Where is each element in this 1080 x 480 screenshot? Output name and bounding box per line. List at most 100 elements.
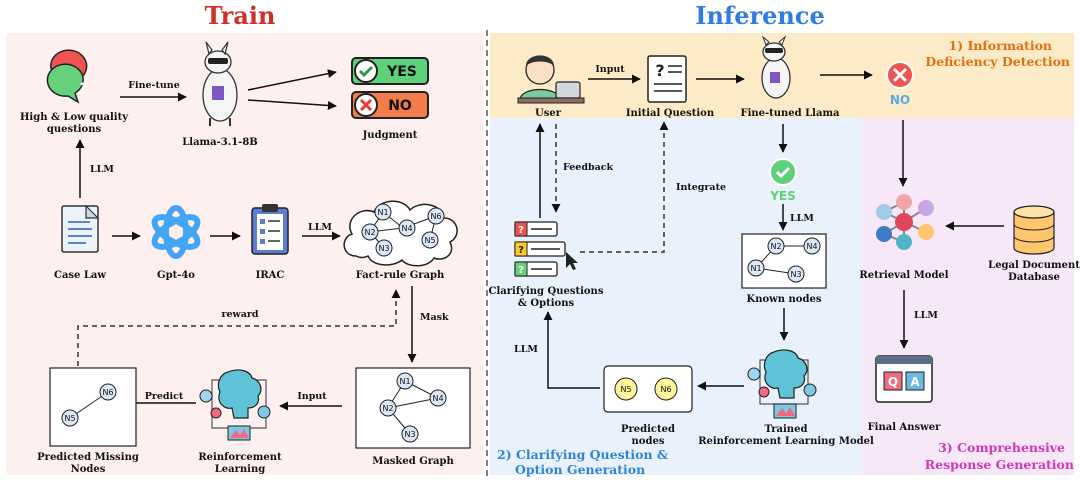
llm-known-label: LLM	[790, 213, 814, 224]
integrate-label: Integrate	[676, 182, 726, 193]
rl-brain-icon	[199, 369, 271, 441]
graph-node-n6	[427, 207, 445, 225]
section2-line1: 2) Clarifying Question &	[497, 447, 669, 462]
svg-text:?: ?	[655, 61, 664, 80]
svg-text:N1: N1	[750, 264, 761, 273]
trained-rl-icon	[747, 349, 817, 419]
factrule-caption: Fact-rule Graph	[356, 270, 445, 281]
svg-text:YES: YES	[769, 189, 796, 203]
trained-caption-2: Reinforcement Learning Model	[698, 436, 874, 447]
predicted-nodes-graph: N5 N6	[614, 377, 678, 401]
rl-caption-1: Reinforcement	[198, 452, 282, 463]
final-answer-icon: Q A	[875, 355, 933, 403]
svg-text:N5: N5	[64, 414, 75, 423]
section3-line1: 3) Comprehensive	[938, 440, 1065, 455]
llama-caption: Llama-3.1-8B	[182, 137, 257, 148]
svg-text:?: ?	[518, 245, 524, 256]
questions-caption-1: High & Low quality	[20, 112, 129, 123]
train-title: Train	[205, 1, 276, 30]
graph-node-n4	[398, 219, 416, 237]
svg-text:?: ?	[518, 225, 524, 236]
missing-caption-1: Predicted Missing	[37, 452, 139, 463]
clarify-caption-2: & Options	[518, 298, 575, 309]
finetuned-llama-icon	[761, 35, 791, 99]
irac-caption: IRAC	[256, 270, 285, 281]
llm-final-label: LLM	[914, 310, 938, 321]
predicted-missing-box	[49, 367, 137, 447]
finetuned-caption: Fine-tuned Llama	[740, 108, 840, 119]
svg-text:?: ?	[518, 265, 524, 276]
user-input-label: Input	[595, 64, 625, 75]
svg-text:N3: N3	[790, 270, 801, 279]
feedback-label: Feedback	[563, 162, 614, 173]
predicted-missing-graph: N6 N5	[61, 383, 117, 427]
svg-text:N5: N5	[620, 385, 631, 394]
gpt-caption: Gpt-4o	[157, 270, 195, 281]
svg-text:N3: N3	[404, 430, 415, 439]
graph-node-n2	[361, 223, 379, 241]
svg-text:N6: N6	[660, 385, 671, 394]
section3-line2: Response Generation	[925, 457, 1074, 472]
svg-text:N2: N2	[382, 404, 393, 413]
svg-text:N6: N6	[430, 212, 441, 221]
known-caption: Known nodes	[747, 294, 822, 305]
masked-caption: Masked Graph	[372, 456, 454, 467]
integrate-arrow	[580, 121, 669, 253]
reward-label: reward	[221, 309, 258, 320]
clarifying-questions-icon: ? ? ?	[514, 221, 578, 277]
retrieval-model-icon	[876, 194, 934, 250]
svg-text:NO: NO	[890, 93, 910, 107]
svg-text:A: A	[910, 375, 920, 389]
user-icon	[517, 55, 585, 104]
initial-question-caption: Initial Question	[626, 108, 715, 119]
clarify-panel	[490, 118, 862, 475]
svg-text:?: ?	[79, 79, 88, 98]
finetune-label: Fine-tune	[128, 80, 180, 91]
svg-text:N6: N6	[102, 388, 113, 397]
llm-left-arrow	[543, 311, 600, 389]
no-icon: NO	[886, 61, 914, 107]
question-document-icon: ?	[647, 55, 687, 103]
svg-text:N1: N1	[399, 377, 410, 386]
llama-icon	[202, 41, 238, 126]
db-caption-1: Legal Document	[988, 260, 1080, 271]
yes-badge: YES	[351, 57, 429, 85]
svg-text:Q: Q	[888, 375, 898, 389]
section2-line2: Option Generation	[515, 462, 645, 477]
judgment-caption: Judgment	[362, 130, 418, 141]
section1-line2: Deficiency Detection	[925, 54, 1070, 69]
yes-icon: YES	[769, 158, 797, 203]
svg-text:N3: N3	[378, 244, 389, 253]
missing-caption-2: Nodes	[71, 464, 106, 475]
predict-label: Predict	[145, 391, 184, 402]
predicted-caption-1: Predicted	[621, 424, 675, 435]
graph-node-n5	[421, 231, 439, 249]
trained-caption-1: Trained	[765, 424, 808, 435]
llm-left-label: LLM	[514, 344, 538, 355]
retrieval-caption: Retrieval Model	[859, 270, 948, 281]
no-badge: NO	[351, 91, 429, 119]
rl-caption-2: Learning	[215, 464, 265, 475]
user-caption: User	[535, 108, 562, 119]
svg-text:N4: N4	[806, 242, 817, 251]
svg-text:N1: N1	[377, 208, 388, 217]
reward-arrow	[77, 289, 401, 366]
svg-text:NO: NO	[388, 98, 412, 114]
graph-node-n3	[375, 239, 393, 257]
input-label: Input	[297, 391, 327, 402]
db-caption-2: Database	[1008, 272, 1060, 283]
caselaw-caption: Case Law	[54, 270, 106, 281]
inference-title: Inference	[695, 1, 825, 30]
no-arrow	[247, 99, 337, 110]
svg-text:N5: N5	[424, 236, 435, 245]
final-caption: Final Answer	[868, 422, 942, 433]
svg-text:N4: N4	[401, 224, 412, 233]
svg-text:N2: N2	[770, 242, 781, 251]
mask-label: Mask	[420, 312, 449, 323]
questions-caption-2: questions	[47, 124, 102, 135]
yes-arrow	[247, 69, 337, 91]
fact-rule-graph: N1 N2 N3 N4 N5 N6	[361, 203, 445, 257]
svg-text:YES: YES	[386, 64, 417, 80]
